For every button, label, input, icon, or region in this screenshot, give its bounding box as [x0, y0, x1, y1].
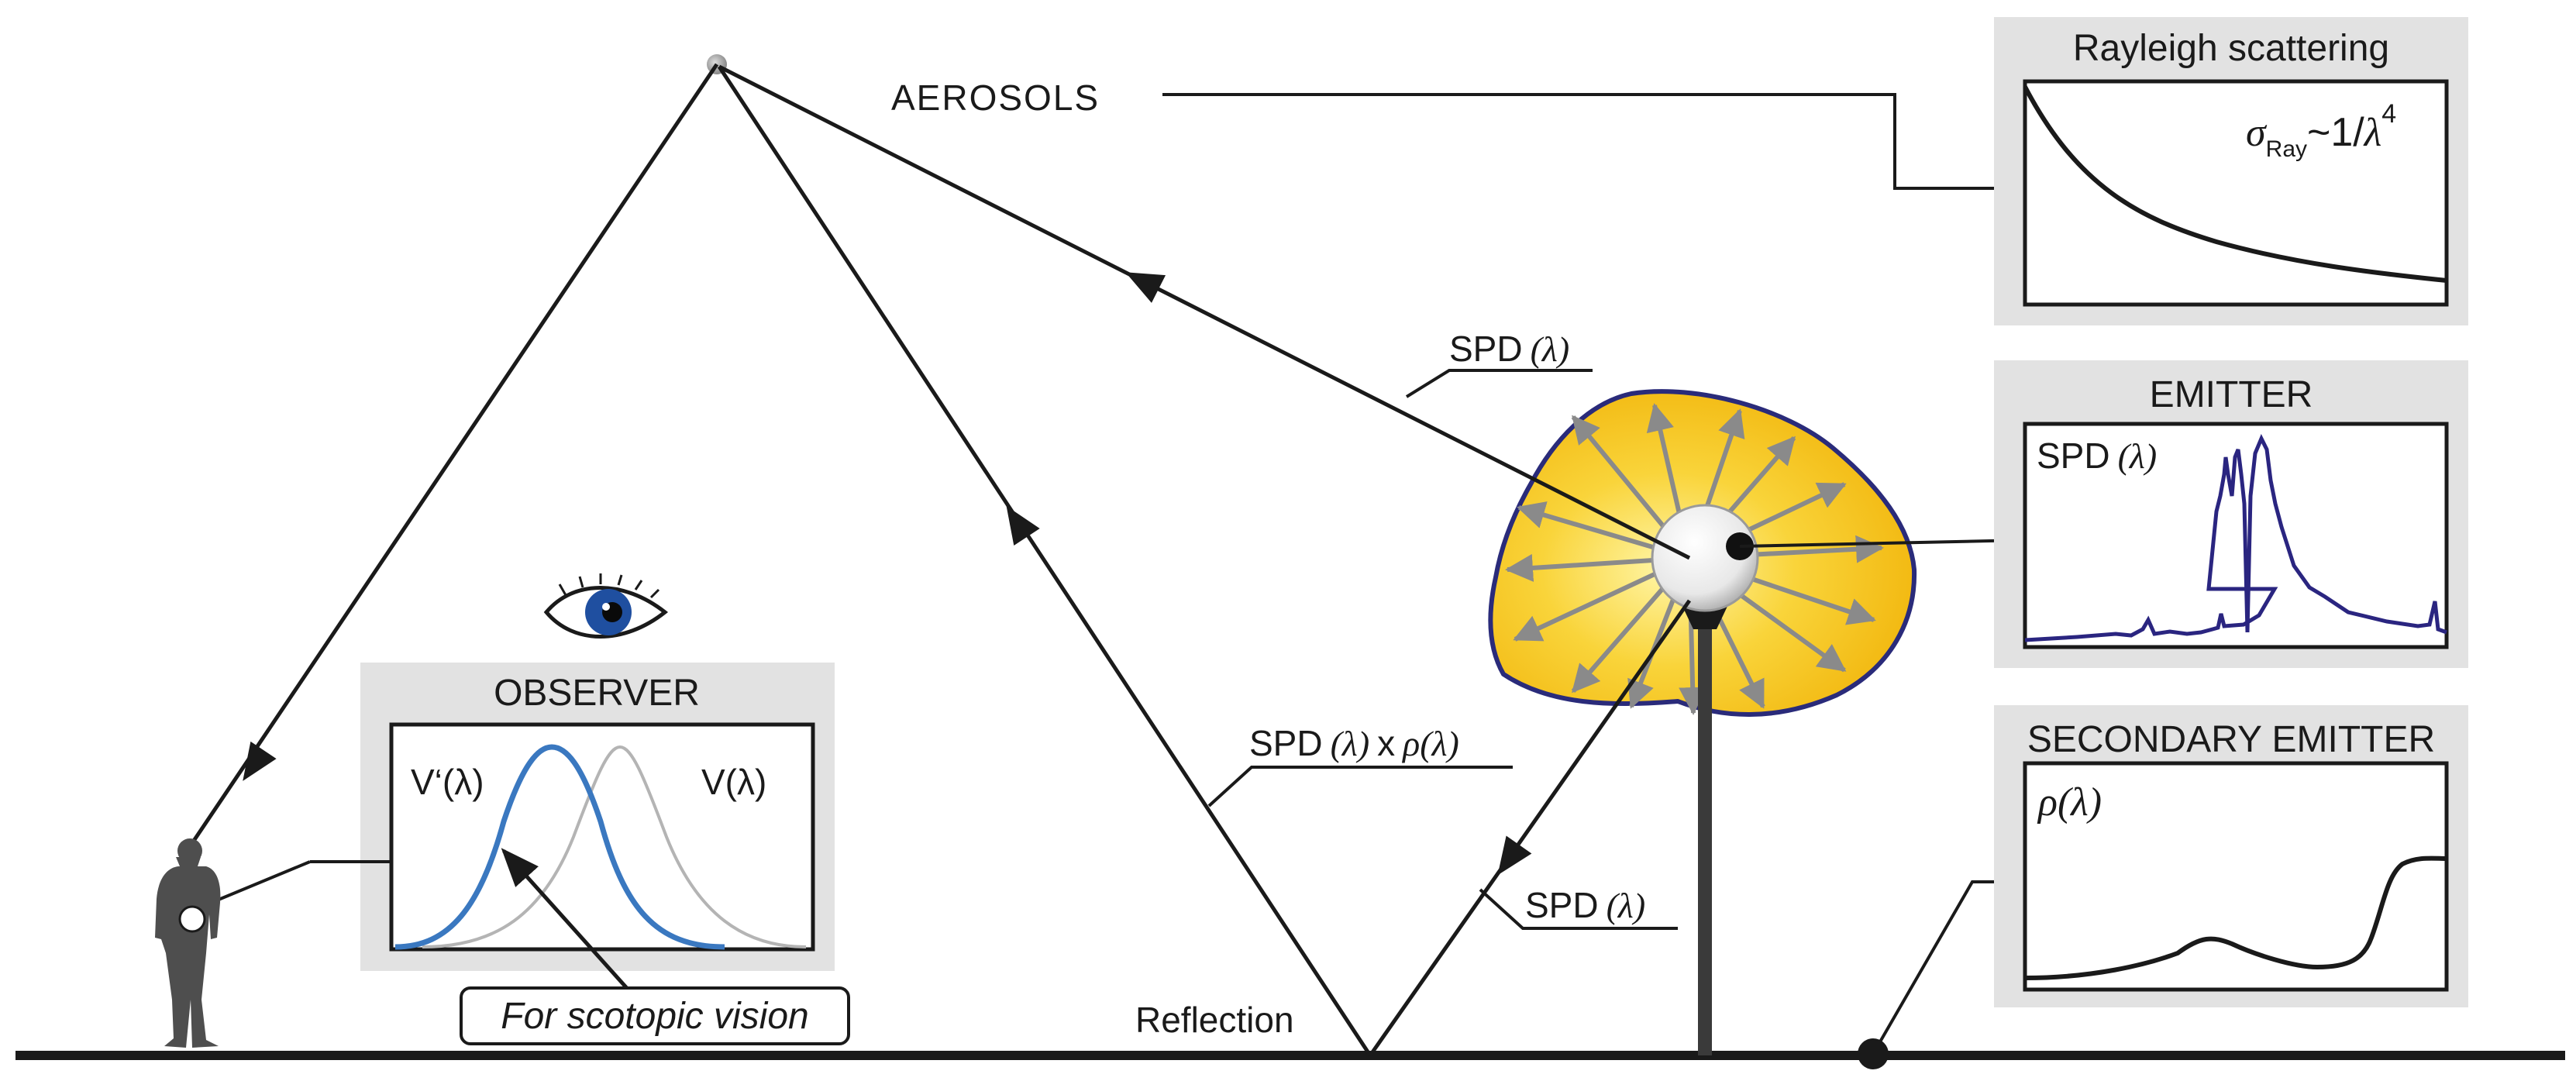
ray-aerosol-to-observer [191, 63, 719, 842]
ground-point-dot [1858, 1038, 1889, 1069]
arrow-aerosol-to-observer [243, 741, 277, 781]
connector-observer-panel [205, 860, 311, 907]
secondary-emitter-panel: SECONDARY EMITTER ρ(λ) [1994, 705, 2468, 1007]
rayleigh-title: Rayleigh scattering [2073, 28, 2389, 69]
photopic-label: V(λ) [701, 762, 766, 802]
reflectance-curve [2024, 856, 2447, 980]
arrow-reflection-to-aerosol [1006, 505, 1040, 546]
street-lamp-icon [1488, 389, 1917, 1055]
secondary-emitter-title: SECONDARY EMITTER [2027, 719, 2435, 760]
ray-reflection-to-aerosol [717, 65, 1372, 1057]
ray-lamp-to-aerosol [718, 64, 1691, 560]
emitter-panel: EMITTER SPD(λ) [1994, 360, 2468, 668]
scotopic-curve [394, 744, 725, 950]
scotopic-callout-box [460, 986, 850, 1045]
observer-title: OBSERVER [494, 673, 700, 714]
rayleigh-scattering-panel: Rayleigh scattering σRay~1/λ4 [1994, 17, 2468, 325]
leader-spd-reflected [1207, 766, 1513, 807]
lamp-pole [1698, 620, 1712, 1055]
emitter-spd-label: SPD(λ) [2037, 435, 2157, 476]
leader-spd-down [1479, 888, 1678, 930]
observer-panel: OBSERVER V‘(λ) V(λ) [360, 663, 835, 995]
eye-icon [543, 573, 669, 639]
connector-aerosols-rayleigh [1162, 93, 1998, 190]
label-aerosols: AEROSOLS [891, 77, 1100, 118]
lamp-bulb [1651, 504, 1759, 612]
emitter-title: EMITTER [2150, 374, 2313, 415]
rayleigh-formula: σRay~1/λ4 [2246, 99, 2396, 162]
person-silhouette-icon [155, 838, 221, 1048]
photopic-curve [422, 745, 807, 948]
leader-spd-up [1405, 369, 1593, 398]
label-spd-up: SPD(λ) [1449, 329, 1569, 369]
scotopic-pointer-arrow [501, 848, 633, 995]
label-spd-down: SPD(λ) [1525, 885, 1645, 925]
label-reflection: Reflection [1135, 1000, 1294, 1040]
scotopic-callout-text: For scotopic vision [501, 996, 808, 1037]
rayleigh-curve [2023, 85, 2447, 283]
secondary-rho-label: ρ(λ) [2037, 780, 2102, 825]
arrow-lamp-to-ground [1497, 835, 1532, 876]
emitter-spectrum-curve [2024, 434, 2447, 642]
ray-lamp-to-ground [1368, 599, 1692, 1057]
scotopic-label: V‘(λ) [411, 762, 484, 802]
connector-lamp-emitter [1739, 539, 2026, 548]
arrow-lamp-to-aerosol [1125, 272, 1166, 303]
